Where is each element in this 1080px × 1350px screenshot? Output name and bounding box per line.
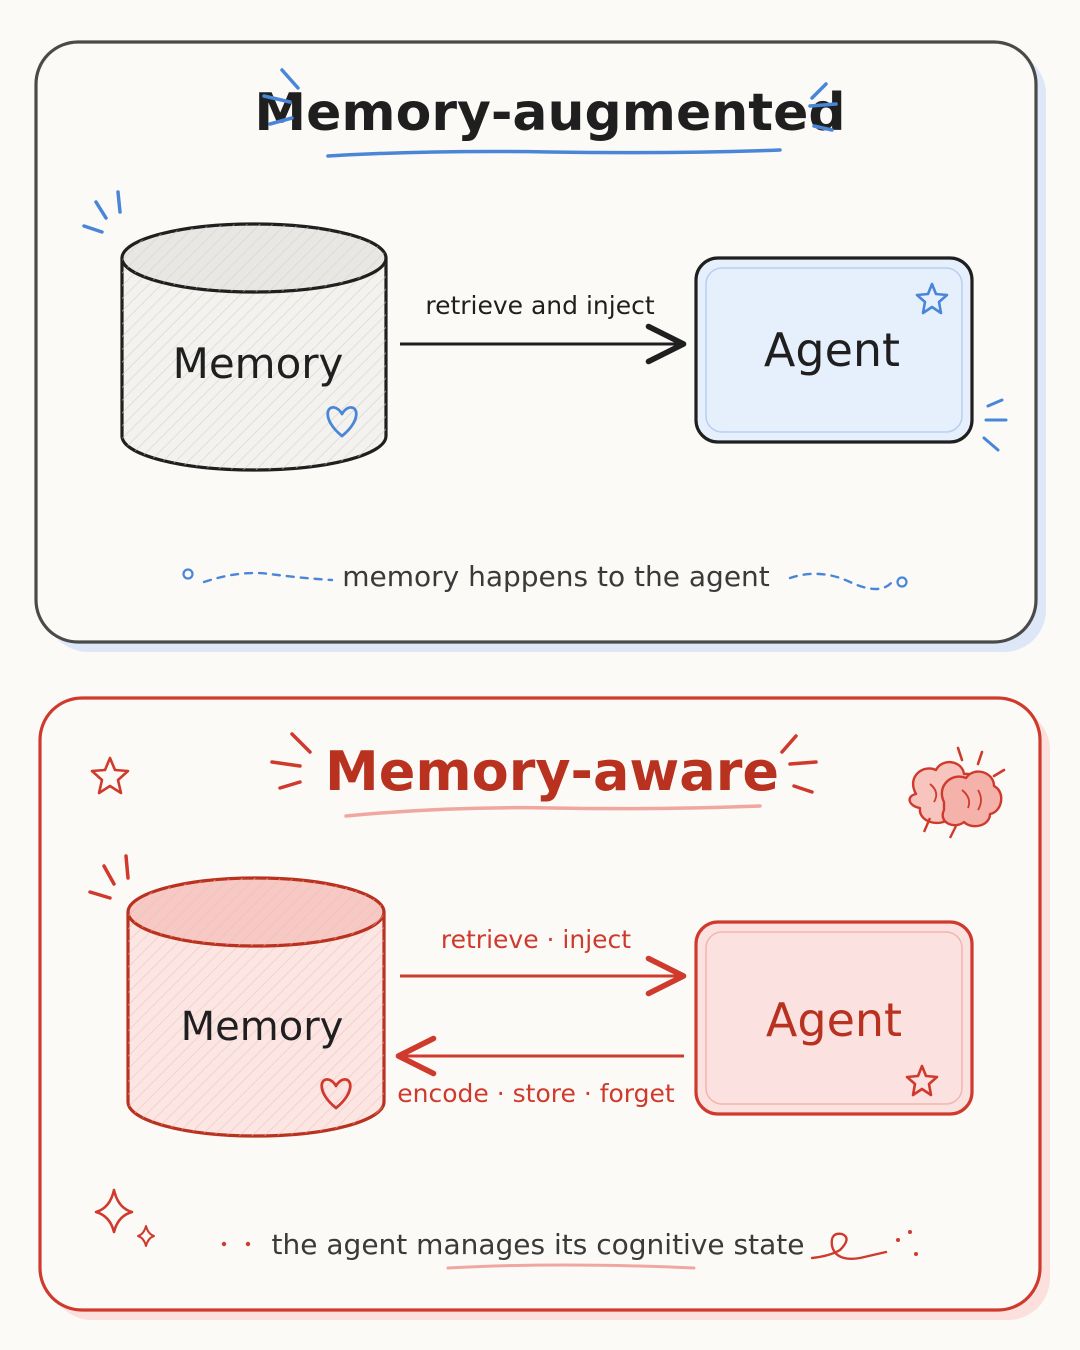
caption-dot xyxy=(914,1252,918,1256)
memory-label: Memory xyxy=(173,339,344,388)
caption-dot-left xyxy=(182,568,194,580)
agent-box xyxy=(694,920,974,1116)
agent-label: Agent xyxy=(766,993,902,1047)
burst-marks-cylinder xyxy=(82,190,122,234)
edge-label-forward: retrieve and inject xyxy=(425,291,654,320)
agent-box xyxy=(694,256,974,444)
sparkle-icon xyxy=(94,1188,134,1234)
burst-marks-right xyxy=(780,734,818,794)
burst-marks-left xyxy=(262,68,300,126)
agent-node: Agent xyxy=(694,256,974,444)
panel-caption: memory happens to the agent xyxy=(342,560,770,593)
caption-dot-right xyxy=(896,576,908,588)
sparkle-icon xyxy=(137,1225,155,1247)
panel-border xyxy=(38,696,1042,1312)
memory-node: Memory xyxy=(120,222,388,472)
title-underline xyxy=(326,148,782,158)
heart-icon xyxy=(320,1078,352,1110)
burst-marks-cylinder xyxy=(88,854,130,900)
caption-dot xyxy=(908,1230,912,1234)
panel-title: Memory-augmented xyxy=(254,83,845,143)
memory-label: Memory xyxy=(181,1004,344,1050)
edge-label-backward: encode · store · forget xyxy=(397,1079,675,1108)
star-icon xyxy=(915,282,949,315)
panel-border xyxy=(34,40,1038,644)
burst-marks-left xyxy=(270,732,312,790)
burst-marks-agent xyxy=(982,398,1008,452)
caption-squiggle-right xyxy=(788,572,894,591)
star-icon xyxy=(905,1064,939,1097)
caption-dot xyxy=(896,1238,900,1242)
star-icon xyxy=(90,756,130,795)
caption-squiggle-left xyxy=(202,571,334,584)
panel-memory-augmented: Memory-augmented Memory xyxy=(34,40,1046,652)
brain-icon xyxy=(908,761,1003,839)
caption-dot xyxy=(221,1241,227,1247)
panel-memory-aware: Memory-aware xyxy=(38,696,1050,1320)
burst-marks-brain xyxy=(956,746,1006,778)
agent-node: Agent xyxy=(694,920,974,1116)
edge-label-forward: retrieve · inject xyxy=(441,925,631,954)
caption-underline xyxy=(446,1263,696,1270)
panel-caption: the agent manages its cognitive state xyxy=(272,1228,805,1261)
burst-marks-right xyxy=(808,82,838,132)
caption-squiggle xyxy=(810,1232,888,1260)
heart-icon xyxy=(326,406,358,438)
agent-label: Agent xyxy=(764,323,900,377)
panel-title: Memory-aware xyxy=(325,740,779,803)
memory-node: Memory xyxy=(126,876,386,1138)
title-underline xyxy=(344,804,762,818)
caption-dot xyxy=(245,1241,251,1247)
